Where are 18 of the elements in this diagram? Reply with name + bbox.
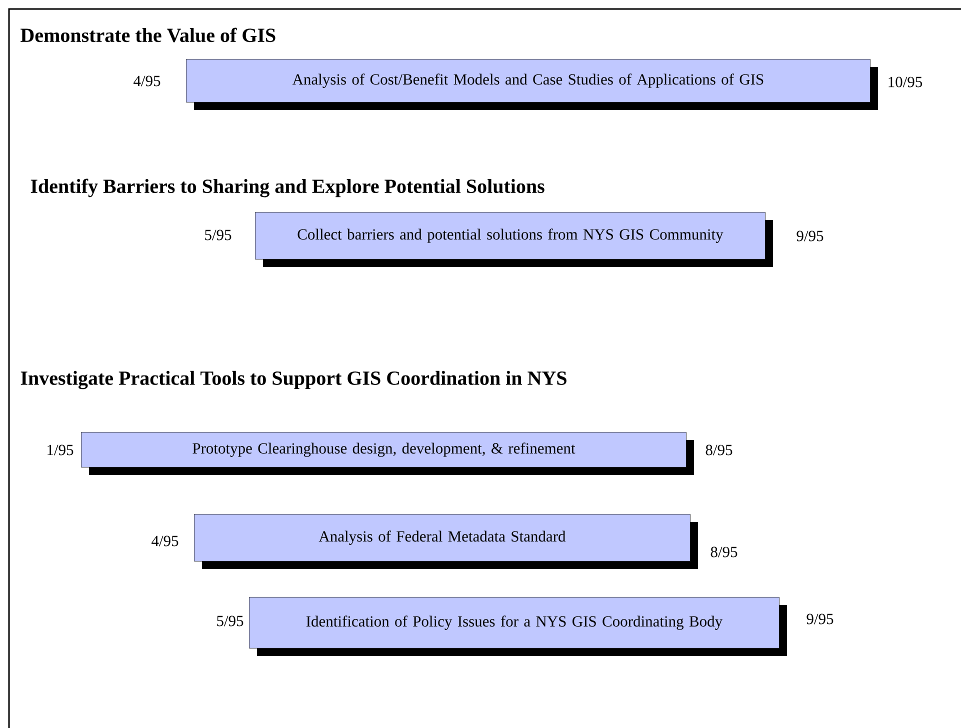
heading: Demonstrate the Value of GIS [20, 28, 276, 42]
date-label: 4/95 [134, 76, 160, 86]
heading: Identify Barriers to Sharing and Explore Potential Solutions [30, 178, 544, 198]
date-label: 5/95 [205, 230, 232, 240]
date-label: 9/95 [796, 230, 824, 242]
heading: Investigate Practical Tools to Support GIS Coordination in NYS [20, 370, 566, 390]
task-bar: Analysis of Federal Metadata Standard [194, 514, 698, 569]
date-label: 1/95 [48, 444, 74, 456]
task-bar: Identification of Policy Issues for a NYS GIS Coordinating Body [249, 597, 787, 656]
date-label: 10/95 [888, 76, 922, 88]
task-bar: Analysis of Cost/Benefit Models and Case Studies of Applications of GIS [186, 59, 878, 110]
task-bar: Collect barriers and potential solutions from NYS GIS Community [255, 212, 773, 267]
date-label: 8/95 [706, 444, 732, 456]
date-label: 8/95 [710, 546, 738, 558]
task-bar: Prototype Clearinghouse design, development, & refinement [81, 432, 694, 475]
date-label: 4/95 [152, 536, 178, 546]
date-label: 9/95 [806, 614, 834, 624]
date-label: 5/95 [217, 616, 244, 626]
